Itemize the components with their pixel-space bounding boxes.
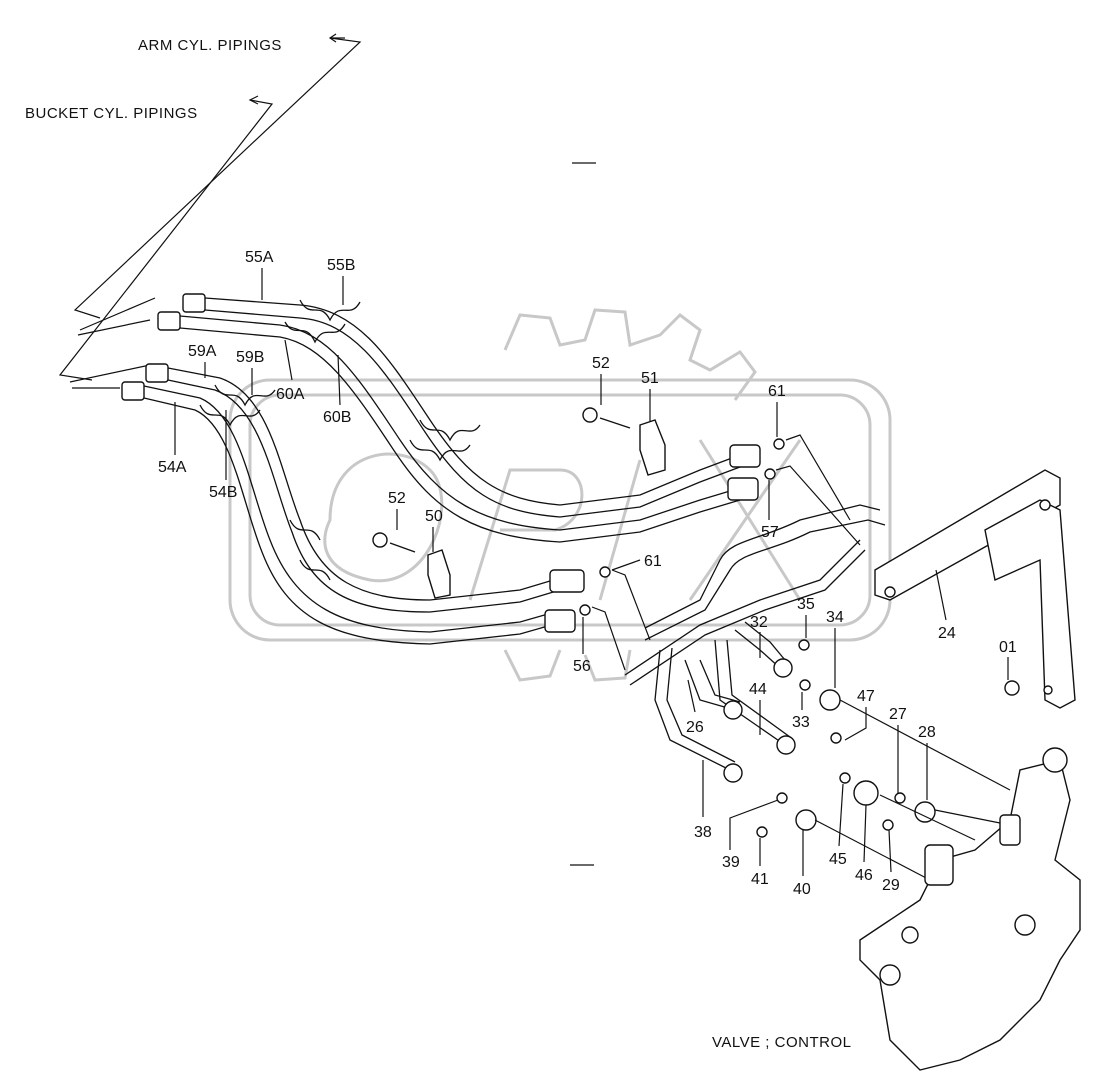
label-24: 24 [938, 625, 956, 642]
part-labels: 55A 55B 59A 59B 60A 60B 54A 54B 52 51 61… [158, 249, 1017, 898]
label-59b: 59B [236, 349, 264, 366]
label-54b: 54B [209, 484, 237, 501]
caption-arm-cyl: ARM CYL. PIPINGS [138, 37, 282, 54]
label-47: 47 [857, 688, 875, 705]
label-55b: 55B [327, 257, 355, 274]
label-39: 39 [722, 854, 740, 871]
clamp-50 [372, 532, 451, 599]
caption-bucket-cyl: BUCKET CYL. PIPINGS [25, 105, 198, 122]
caption-leaders [58, 33, 362, 389]
control-valve [859, 747, 1081, 1071]
label-55a: 55A [245, 249, 274, 266]
hose-bucket-lower [121, 363, 585, 645]
label-50: 50 [425, 508, 443, 525]
label-29: 29 [882, 877, 900, 894]
label-57: 57 [761, 524, 779, 541]
label-56: 56 [573, 658, 591, 675]
label-61-upper: 61 [768, 383, 786, 400]
label-45: 45 [829, 851, 847, 868]
watermark-logo [228, 308, 892, 682]
label-46: 46 [855, 867, 873, 884]
bracket-24 [874, 469, 1076, 709]
label-52-lower: 52 [388, 490, 406, 507]
label-54a: 54A [158, 459, 187, 476]
label-59a: 59A [188, 343, 217, 360]
registration-marks [570, 162, 596, 866]
label-52-upper: 52 [592, 355, 610, 372]
label-60b: 60B [323, 409, 351, 426]
caption-valve: VALVE ; CONTROL [712, 1034, 851, 1051]
label-01: 01 [999, 639, 1017, 656]
o-rings [579, 434, 861, 671]
label-60a: 60A [276, 386, 305, 403]
label-32: 32 [750, 614, 768, 631]
label-61-lower: 61 [644, 553, 662, 570]
label-26: 26 [686, 719, 704, 736]
label-28: 28 [918, 724, 936, 741]
label-38: 38 [694, 824, 712, 841]
label-34: 34 [826, 609, 844, 626]
label-33: 33 [792, 714, 810, 731]
label-41: 41 [751, 871, 769, 888]
label-40: 40 [793, 881, 811, 898]
pipes-steel [624, 504, 886, 783]
flange-parts [756, 639, 1011, 881]
label-35: 35 [797, 596, 815, 613]
hose-arm-upper [157, 293, 761, 543]
clamp-51 [582, 407, 666, 476]
label-44: 44 [749, 681, 767, 698]
label-27: 27 [889, 706, 907, 723]
label-51: 51 [641, 370, 659, 387]
